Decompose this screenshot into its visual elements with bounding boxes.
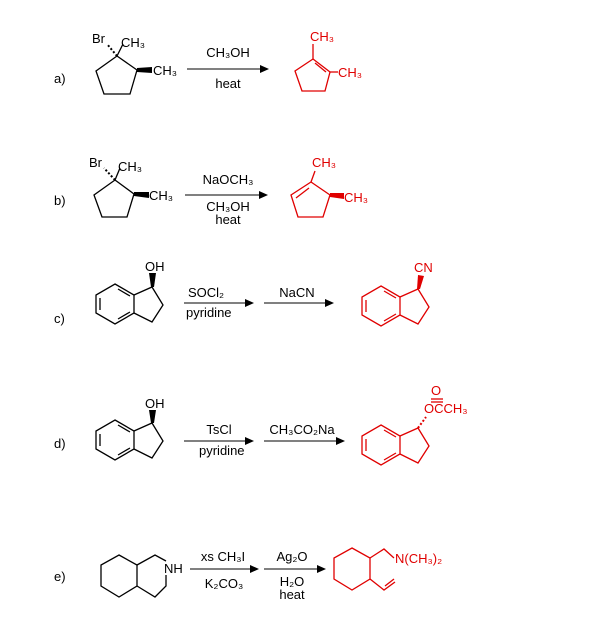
product-a-structure bbox=[294, 44, 338, 92]
methyl-label: CH₃ bbox=[153, 63, 177, 78]
reagent-below: H₂O bbox=[280, 574, 305, 589]
reagent-below: CH₃OH bbox=[206, 199, 250, 214]
reagent-above: TsCl bbox=[206, 422, 231, 437]
reagent-below: heat bbox=[215, 212, 241, 227]
product-c-structure bbox=[361, 275, 430, 327]
hydroxyl-label: OH bbox=[145, 259, 165, 274]
problem-d: d) OH TsCl pyridine CH₃CO₂Na O OCCH₃ bbox=[54, 383, 468, 466]
methyl-label: CH₃ bbox=[344, 190, 368, 205]
problem-b: b) Br CH₃ CH₃ NaOCH₃ CH₃OH heat CH₃ CH₃ bbox=[54, 155, 368, 227]
reagent-above: Ag₂O bbox=[276, 549, 307, 564]
problem-a: a) Br CH₃ CH₃ CH₃OH heat CH₃ CH₃ bbox=[54, 29, 362, 95]
amine-label: NH bbox=[164, 561, 183, 576]
methyl-label: CH₃ bbox=[121, 35, 145, 50]
problem-label: b) bbox=[54, 193, 66, 208]
methyl-label: CH₃ bbox=[310, 29, 334, 44]
reagent-above: SOCl₂ bbox=[188, 285, 224, 300]
reactant-e-structure bbox=[100, 554, 167, 598]
reagent-above: NaCN bbox=[279, 285, 314, 300]
problem-label: c) bbox=[54, 311, 65, 326]
hydroxyl-label: OH bbox=[145, 396, 165, 411]
nitrile-label: CN bbox=[414, 260, 433, 275]
reagent-above: NaOCH₃ bbox=[203, 172, 254, 187]
reagent-below: pyridine bbox=[186, 305, 232, 320]
reagent-above: xs CH₃I bbox=[201, 549, 245, 564]
acetate-label: OCCH₃ bbox=[424, 401, 468, 416]
methyl-label: CH₃ bbox=[312, 155, 336, 170]
problem-label: a) bbox=[54, 71, 66, 86]
methyl-label: CH₃ bbox=[118, 159, 142, 174]
reagent-above: CH₃CO₂Na bbox=[269, 422, 335, 437]
reagent-above: CH₃OH bbox=[206, 45, 250, 60]
bromine-label: Br bbox=[89, 155, 103, 170]
dimethylamino-label: N(CH₃)₂ bbox=[395, 551, 442, 566]
product-d-structure bbox=[361, 398, 443, 466]
reactant-c-structure bbox=[95, 273, 164, 325]
carbonyl-oxygen-label: O bbox=[431, 383, 441, 398]
reagent-below: pyridine bbox=[199, 443, 245, 458]
problem-label: e) bbox=[54, 569, 66, 584]
problem-e: e) NH xs CH₃I K₂CO₃ Ag₂O H₂O heat N(CH₃)… bbox=[54, 547, 442, 602]
product-b-structure bbox=[290, 170, 344, 218]
methyl-label: CH₃ bbox=[338, 65, 362, 80]
problem-c: c) OH SOCl₂ pyridine NaCN CN bbox=[54, 259, 433, 327]
bromine-label: Br bbox=[92, 31, 106, 46]
reactant-a-structure bbox=[95, 43, 152, 95]
reactant-b-structure bbox=[93, 167, 149, 218]
reagent-below: heat bbox=[279, 587, 305, 602]
reagent-below: heat bbox=[215, 76, 241, 91]
product-e-structure bbox=[333, 547, 396, 591]
methyl-label: CH₃ bbox=[149, 188, 173, 203]
reactant-d-structure bbox=[95, 410, 164, 461]
problem-label: d) bbox=[54, 436, 66, 451]
reagent-below: K₂CO₃ bbox=[205, 576, 244, 591]
